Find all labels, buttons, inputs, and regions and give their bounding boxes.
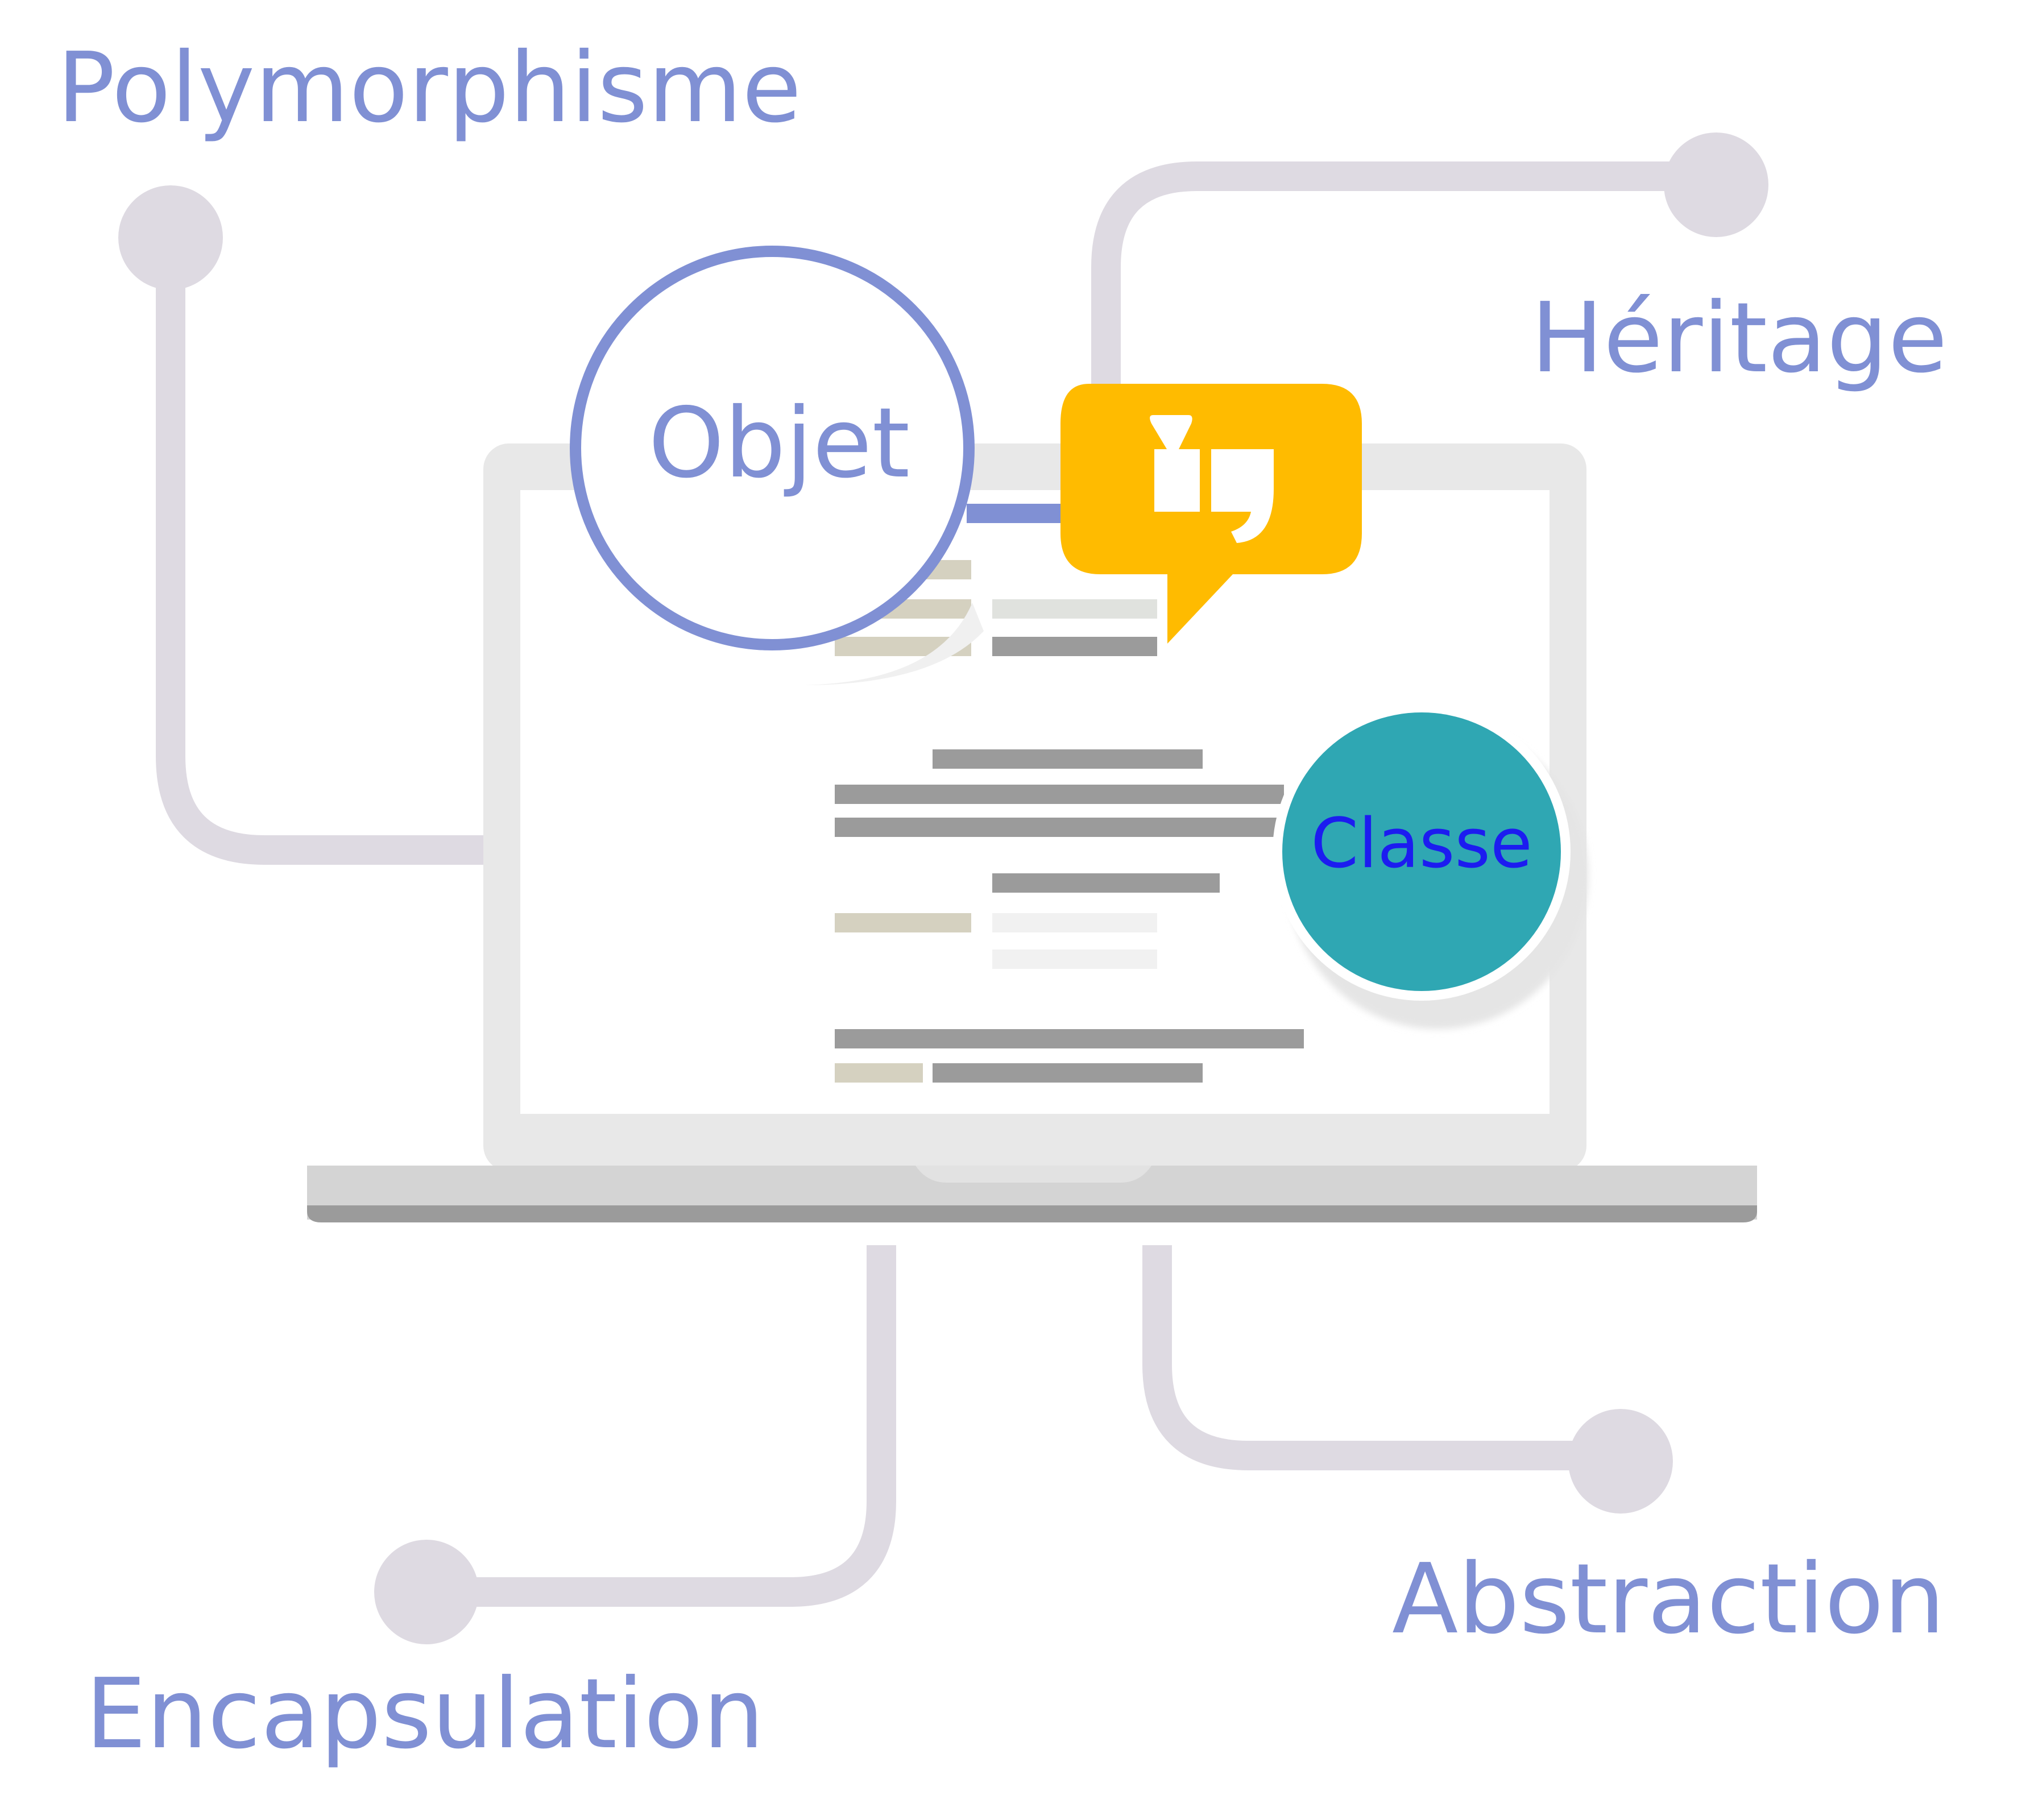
label-inheritance: Héritage — [1531, 282, 1948, 395]
text-line — [835, 785, 1284, 804]
label-polymorphism: Polymorphisme — [57, 32, 802, 144]
text-line — [992, 913, 1157, 932]
laptop-base-edge — [307, 1205, 1757, 1222]
text-line — [992, 873, 1220, 893]
connector-polymorphism — [156, 238, 483, 865]
label-abstraction: Abstraction — [1392, 1543, 1945, 1656]
object-connector-bar — [967, 504, 1078, 523]
text-line — [933, 1063, 1203, 1083]
node-dot-polymorphism — [118, 185, 223, 290]
text-line — [835, 913, 971, 932]
label-object: Objet — [648, 387, 910, 500]
node-dot-abstraction — [1568, 1409, 1673, 1514]
connector-inheritance — [1091, 161, 1717, 392]
text-line — [992, 637, 1157, 656]
label-class: Classe — [1311, 805, 1532, 884]
label-encapsulation: Encapsulation — [85, 1658, 765, 1771]
object-circle — [570, 246, 975, 650]
text-line — [835, 818, 1284, 837]
laptop-notch — [915, 1166, 1151, 1183]
connector-abstraction — [1142, 1245, 1621, 1470]
text-line — [933, 749, 1203, 769]
text-line — [835, 1029, 1304, 1048]
connector-encapsulation — [426, 1245, 896, 1607]
text-line — [835, 1063, 923, 1083]
object-shadow — [803, 603, 984, 685]
text-line — [992, 950, 1157, 969]
text-line — [992, 599, 1157, 619]
class-circle — [1273, 703, 1588, 1029]
node-dot-encapsulation — [374, 1540, 479, 1644]
quote-bubble-icon — [1060, 384, 1362, 644]
node-dot-inheritance — [1664, 132, 1768, 237]
